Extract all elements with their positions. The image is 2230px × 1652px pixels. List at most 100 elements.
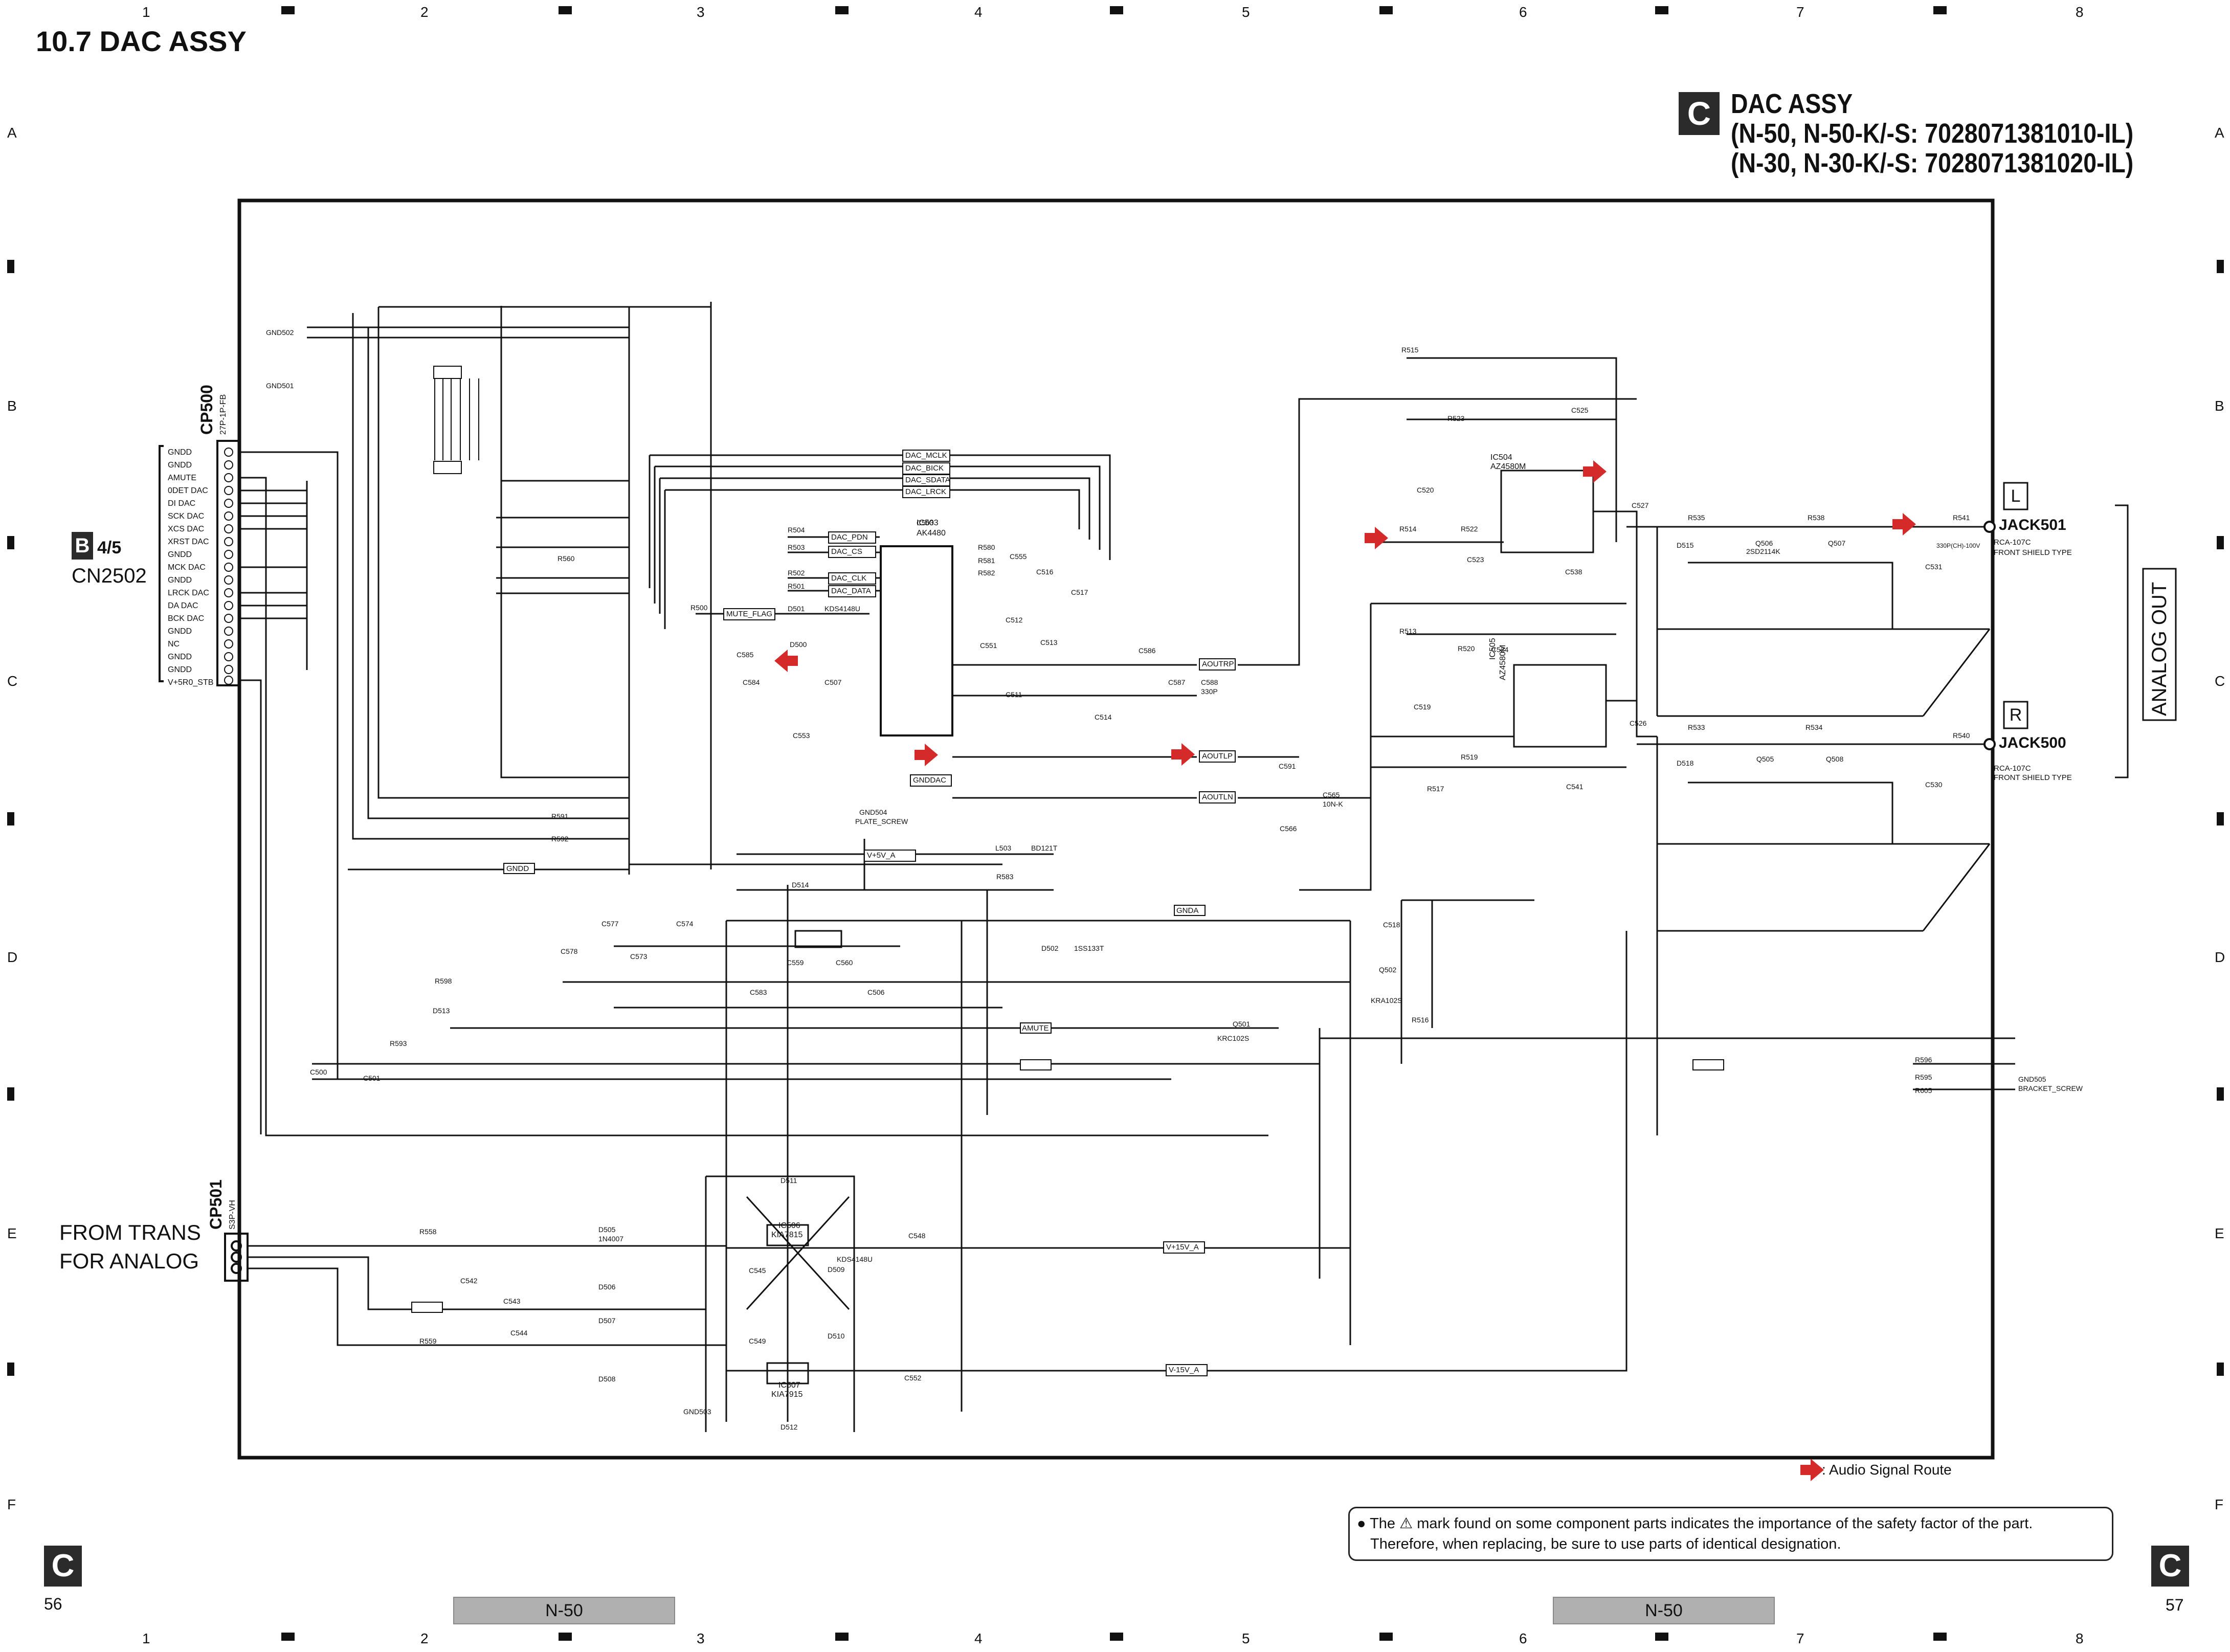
net-aoutln: AOUTLN xyxy=(1202,793,1233,801)
net-aoutlp: AOUTLP xyxy=(1202,752,1233,761)
grid-col-bottom-3: 3 xyxy=(697,1631,705,1646)
assy-model-line2: (N-30, N-30-K/-S: 7028071381020-IL) xyxy=(1731,148,2134,178)
cp500-label: CP500 xyxy=(197,385,216,435)
wiring xyxy=(240,302,2015,1432)
cp500-pins xyxy=(224,448,233,685)
pin-label: GNDD xyxy=(168,550,192,559)
jack500-label: JACK500 xyxy=(1999,734,2066,751)
pin-label: SCK DAC xyxy=(168,512,205,521)
pin-label: XRST DAC xyxy=(168,538,209,546)
channel-r-box: R xyxy=(2009,705,2022,725)
jack-symbols xyxy=(1983,521,1996,750)
net-vm15v-a: V-15V_A xyxy=(1169,1366,1199,1374)
cp501-part: S3P-VH xyxy=(228,1200,237,1230)
net-gnda: GNDA xyxy=(1176,906,1199,915)
analog-out-label: ANALOG OUT xyxy=(2148,582,2171,716)
grid-col-bottom-7: 7 xyxy=(1796,1631,1804,1646)
grid-col-bottom-8: 8 xyxy=(2076,1631,2084,1646)
grid-col-bottom-4: 4 xyxy=(974,1631,983,1646)
net-gnddac: GNDDAC xyxy=(913,776,947,785)
grid-row-right-f: F xyxy=(2215,1497,2224,1512)
grid-row-right-a: A xyxy=(2215,125,2224,141)
pin-label: V+5R0_STB xyxy=(168,678,214,687)
net-v15v-a: V+15V_A xyxy=(1166,1243,1199,1252)
grid-col-top-7: 7 xyxy=(1796,4,1804,20)
bullet-icon: ● xyxy=(1357,1515,1366,1532)
ic503-part: AK4480 xyxy=(917,529,946,538)
ic505-ref: IC505 xyxy=(1488,638,1497,660)
net-dac-data: DAC_DATA xyxy=(831,587,871,595)
pin-label: GNDD xyxy=(168,665,192,674)
trans-label-line2: FOR ANALOG xyxy=(59,1249,199,1273)
grid-col-top-4: 4 xyxy=(974,4,983,20)
net-aoutrp: AOUTRP xyxy=(1202,660,1234,668)
grid-col-bottom-6: 6 xyxy=(1519,1631,1527,1646)
pin-label: LRCK DAC xyxy=(168,589,209,597)
net-dac-mclk: DAC_MCLK xyxy=(905,451,947,460)
net-mute-flag: MUTE_FLAG xyxy=(726,610,773,618)
note-line1-post: mark found on some component parts indic… xyxy=(1417,1515,2033,1532)
grid-row-left-f: F xyxy=(7,1497,16,1512)
net-dac-bick: DAC_BICK xyxy=(905,464,944,473)
grid-row-left-d: D xyxy=(7,949,18,965)
grid-row-left-b: B xyxy=(7,398,17,414)
ic506-ref: IC506 xyxy=(778,1221,800,1230)
grid-col-top-6: 6 xyxy=(1519,4,1527,20)
assy-title: DAC ASSY xyxy=(1731,88,1853,119)
pin-label: BCK DAC xyxy=(168,614,205,623)
note-line1-pre: The xyxy=(1370,1515,1396,1532)
page-title: 10.7 DAC ASSY xyxy=(36,25,247,57)
pin-label: AMUTE xyxy=(168,474,196,482)
grid-col-top-8: 8 xyxy=(2076,4,2084,20)
net-dac-lrck: DAC_LRCK xyxy=(905,487,947,496)
pin-label: GNDD xyxy=(168,653,192,661)
net-dac-cs: DAC_CS xyxy=(831,547,862,556)
grid-row-left-a: A xyxy=(7,125,17,141)
net-amute: AMUTE xyxy=(1022,1024,1049,1033)
pin-label: GNDD xyxy=(168,576,192,585)
assy-letter-badge: C xyxy=(1679,92,1720,135)
grid-col-top-2: 2 xyxy=(420,4,429,20)
frame-ticks xyxy=(7,6,2224,1641)
pin-label: GNDD xyxy=(168,461,192,470)
footer-left-model: N-50 xyxy=(453,1597,675,1624)
pin-label: XCS DAC xyxy=(168,525,205,533)
board-outline xyxy=(237,198,1995,1460)
grid-row-right-d: D xyxy=(2215,949,2225,965)
grid-row-right-b: B xyxy=(2215,398,2224,414)
jack501-label: JACK501 xyxy=(1999,517,2066,533)
grid-row-left-c: C xyxy=(7,673,18,689)
note-line2: Therefore, when replacing, be sure to us… xyxy=(1370,1536,1841,1552)
footer-right-badge: C xyxy=(2151,1546,2189,1587)
footer-left-page: 56 xyxy=(44,1595,62,1613)
ref-page-number: 4/5 xyxy=(97,538,122,557)
net-dac-pdn: DAC_PDN xyxy=(831,533,868,542)
pin-label: NC xyxy=(168,640,180,649)
pin-label: 0DET DAC xyxy=(168,486,208,495)
ic507-ref: IC507 xyxy=(778,1381,800,1390)
grid-row-left-e: E xyxy=(7,1225,17,1241)
cp500-connector xyxy=(159,440,241,686)
ic505-part: AZ4580M xyxy=(1499,644,1507,680)
pin-label: GNDD xyxy=(168,627,192,636)
jack501-part: RCA-107C xyxy=(1994,538,2031,547)
jack501-type: FRONT SHIELD TYPE xyxy=(1994,548,2072,557)
ref-letter-badge: B xyxy=(72,532,93,560)
resistor-array xyxy=(433,366,479,474)
ic506-part: KIA7815 xyxy=(771,1231,803,1239)
ic507-part: KIA7915 xyxy=(771,1390,803,1399)
pin-label: GNDD xyxy=(168,448,192,457)
footer-left-badge: C xyxy=(44,1546,82,1587)
grid-col-bottom-2: 2 xyxy=(420,1631,429,1646)
jack500-part: RCA-107C xyxy=(1994,764,2031,773)
grid-col-top-3: 3 xyxy=(697,4,705,20)
trans-label-line1: FROM TRANS xyxy=(59,1220,201,1244)
warning-triangle-icon: ⚠ xyxy=(1399,1515,1413,1532)
analog-out-bracket xyxy=(2115,504,2177,778)
channel-l-box: L xyxy=(2011,486,2021,506)
footer-right-model: N-50 xyxy=(1553,1597,1775,1624)
pin-labels: GNDD GNDD AMUTE 0DET DAC DI DAC SCK DAC … xyxy=(168,446,213,689)
cp501-label: CP501 xyxy=(207,1179,225,1230)
net-v5v-a: V+5V_A xyxy=(867,851,896,860)
